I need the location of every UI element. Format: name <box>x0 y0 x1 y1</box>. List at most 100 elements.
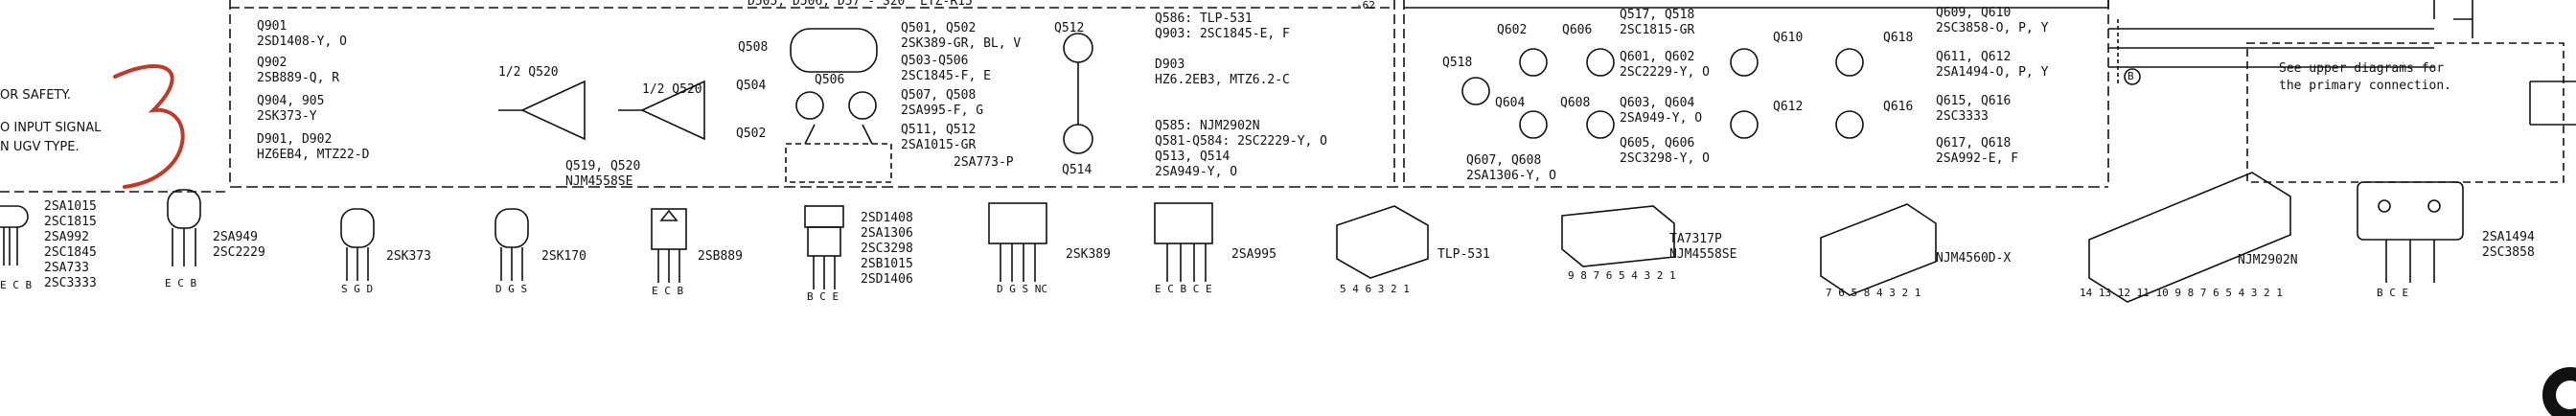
pkg-label: 2SD1406 <box>861 272 913 287</box>
g2-node: Q508 <box>738 40 769 55</box>
g1-line: Q904, 905 <box>257 94 325 108</box>
pkg-label: 2SC3858 <box>2482 245 2535 260</box>
g5-line: Q617, Q618 <box>1936 136 2012 150</box>
g2-line: 2SA995-F, G <box>901 104 984 118</box>
g1-line: 2SK373-Y <box>257 109 317 124</box>
g4-node: Q618 <box>1883 31 1914 45</box>
g3-line: Q903: 2SC1845-E, F <box>1155 27 1290 41</box>
g5-line: 2SC3858-O, P, Y <box>1936 21 2049 35</box>
pkg-pins: E C B <box>0 279 33 291</box>
edge-glyph <box>2542 367 2576 416</box>
pkg-label: TA7317P <box>1669 232 1722 246</box>
g1-line: HZ6EB4, MTZ22-D <box>257 148 370 162</box>
node-b-label: B <box>2128 70 2134 82</box>
g3-line: HZ6.2EB3, MTZ6.2-C <box>1155 73 1290 87</box>
g1-line: D901, D902 <box>257 132 333 147</box>
g3-line: Q585: NJM2902N <box>1155 119 1260 133</box>
g2-node: Q502 <box>736 127 767 141</box>
pkg-11-label: NJM4560D-X <box>1936 251 2012 266</box>
g3-line: Q586: TLP-531 <box>1155 12 1253 26</box>
pkg-label: 2SA733 <box>44 261 89 275</box>
g4-node: Q608 <box>1560 96 1591 110</box>
pkg-pins: E C B <box>165 277 197 289</box>
pkg-label: 2SC1845 <box>44 245 97 260</box>
g4-line: Q517, Q518 <box>1620 8 1695 22</box>
g3-line: Q513, Q514 <box>1155 150 1230 164</box>
g2-line: Q507, Q508 <box>901 88 977 103</box>
pkg-label: 2SC1815 <box>44 215 97 229</box>
g2-line: 2SK389-GR, BL, V <box>901 36 1022 51</box>
pkg-label: 2SA992 <box>44 230 89 244</box>
g1-line: Q902 <box>257 56 288 70</box>
pkg-label: 2SB1015 <box>861 257 913 271</box>
g4-line: 2SC2229-Y, O <box>1620 65 1710 80</box>
g2-node: Q504 <box>736 79 767 93</box>
note-box-line-1: See upper diagrams for <box>2279 61 2445 76</box>
pkg-3-label: 2SK373 <box>386 249 431 264</box>
g2-line: Q503-Q506 <box>901 54 969 68</box>
g2-node: Q506 <box>815 73 845 87</box>
pkg-pins: D G S NC <box>997 283 1047 295</box>
top-cut-label: D505, D506, D57 - S20 LTZ-R15 <box>748 0 973 9</box>
g4-line: 2SC3298-Y, O <box>1620 151 1710 166</box>
pkg-pins: B C E <box>807 290 840 303</box>
pkg-pins: S G D <box>341 283 374 295</box>
pkg-pins: E C B C E <box>1155 283 1212 295</box>
g2-line: 2SC1845-F, E <box>901 69 991 83</box>
g1-line: 2SB889-Q, R <box>257 71 340 85</box>
left-note-2: O INPUT SIGNAL <box>0 121 102 135</box>
g4-node: Q604 <box>1495 96 1526 110</box>
pkg-label: 2SD1408 <box>861 211 913 225</box>
opamp-bottom-1: Q519, Q520 <box>565 159 641 173</box>
opamp-b-label: 1/2 Q520 <box>642 82 702 97</box>
g5-line: Q615, Q616 <box>1936 94 2012 108</box>
pkg-7-label: 2SK389 <box>1066 247 1111 262</box>
left-note-1: OR SAFETY. <box>0 88 71 103</box>
pkg-5-label: 2SB889 <box>698 249 743 264</box>
pkg-pins: 5 4 6 3 2 1 <box>1340 283 1410 295</box>
opamp-bottom-2: NJM4558SE <box>565 174 633 189</box>
g4-node: Q610 <box>1773 31 1804 45</box>
top-cut-tail: -62 <box>1356 0 1375 12</box>
left-note-3: N UGV TYPE. <box>0 140 80 154</box>
g4-line-b: Q607, Q608 <box>1466 153 1542 168</box>
pkg-pins: 14 13 12 11 10 9 8 7 6 5 4 3 2 1 <box>2080 287 2283 299</box>
g4-node: Q606 <box>1562 23 1593 37</box>
g2-line: 2SA773-P <box>954 155 1014 170</box>
opamp-a-label: 1/2 Q520 <box>498 65 559 80</box>
pkg-label: 2SC3333 <box>44 276 97 290</box>
g3-line: 2SA949-Y, O <box>1155 165 1238 179</box>
pkg-label: 2SC2229 <box>213 245 265 260</box>
g1-line: 2SD1408-Y, O <box>257 35 347 49</box>
g2-line: Q501, Q502 <box>901 21 977 35</box>
g5-line: 2SA992-E, F <box>1936 151 2019 166</box>
g4-line-b: 2SA1306-Y, O <box>1466 169 1556 183</box>
note-box-line-2: the primary connection. <box>2279 79 2452 93</box>
g1-line: Q901 <box>257 19 288 34</box>
pkg-4-label: 2SK170 <box>541 249 586 264</box>
pkg-pins: D G S <box>495 283 528 295</box>
g2-line: Q511, Q512 <box>901 123 977 137</box>
pkg-12-label: NJM2902N <box>2238 253 2298 267</box>
pkg-label: 2SA1494 <box>2482 230 2535 244</box>
g4-line: 2SC1815-GR <box>1620 23 1695 37</box>
g5-line: Q611, Q612 <box>1936 50 2012 64</box>
pkg-label: 2SA1306 <box>861 226 913 241</box>
g4-line: Q603, Q604 <box>1620 96 1695 110</box>
g4-node: Q602 <box>1497 23 1528 37</box>
g4-line: Q601, Q602 <box>1620 50 1695 64</box>
g4-node: Q518 <box>1442 56 1473 70</box>
pkg-label: 2SC3298 <box>861 242 913 256</box>
q512-label: Q512 <box>1054 21 1085 35</box>
pkg-pins: 7 6 5 8 4 3 2 1 <box>1826 287 1921 299</box>
pkg-label: 2SA949 <box>213 230 258 244</box>
pkg-label: 2SA1015 <box>44 199 97 214</box>
pkg-pins: E C B <box>652 285 684 297</box>
pkg-pins: B C E <box>2377 287 2409 299</box>
pkg-label: NJM4558SE <box>1669 247 1737 262</box>
g2-line: 2SA1015-GR <box>901 138 977 152</box>
pkg-pins: 9 8 7 6 5 4 3 2 1 <box>1568 269 1676 282</box>
g4-node: Q612 <box>1773 100 1804 114</box>
g3-line: Q581-Q584: 2SC2229-Y, O <box>1155 134 1328 149</box>
